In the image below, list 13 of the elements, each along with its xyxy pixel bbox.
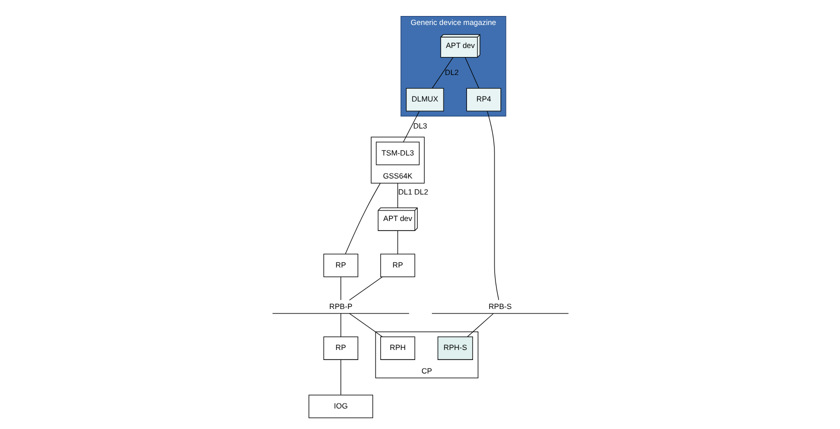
- connector: [396, 182, 398, 208]
- connector: [466, 313, 494, 338]
- connector: [344, 182, 380, 254]
- connector: [396, 230, 398, 254]
- connector: [340, 313, 341, 338]
- connector: [464, 57, 479, 89]
- connector: [348, 313, 382, 338]
- connector: [402, 110, 420, 142]
- connector: [486, 110, 499, 300]
- connector: [348, 276, 382, 300]
- connector: [340, 276, 341, 300]
- connector: [340, 360, 341, 396]
- connector: [431, 57, 453, 89]
